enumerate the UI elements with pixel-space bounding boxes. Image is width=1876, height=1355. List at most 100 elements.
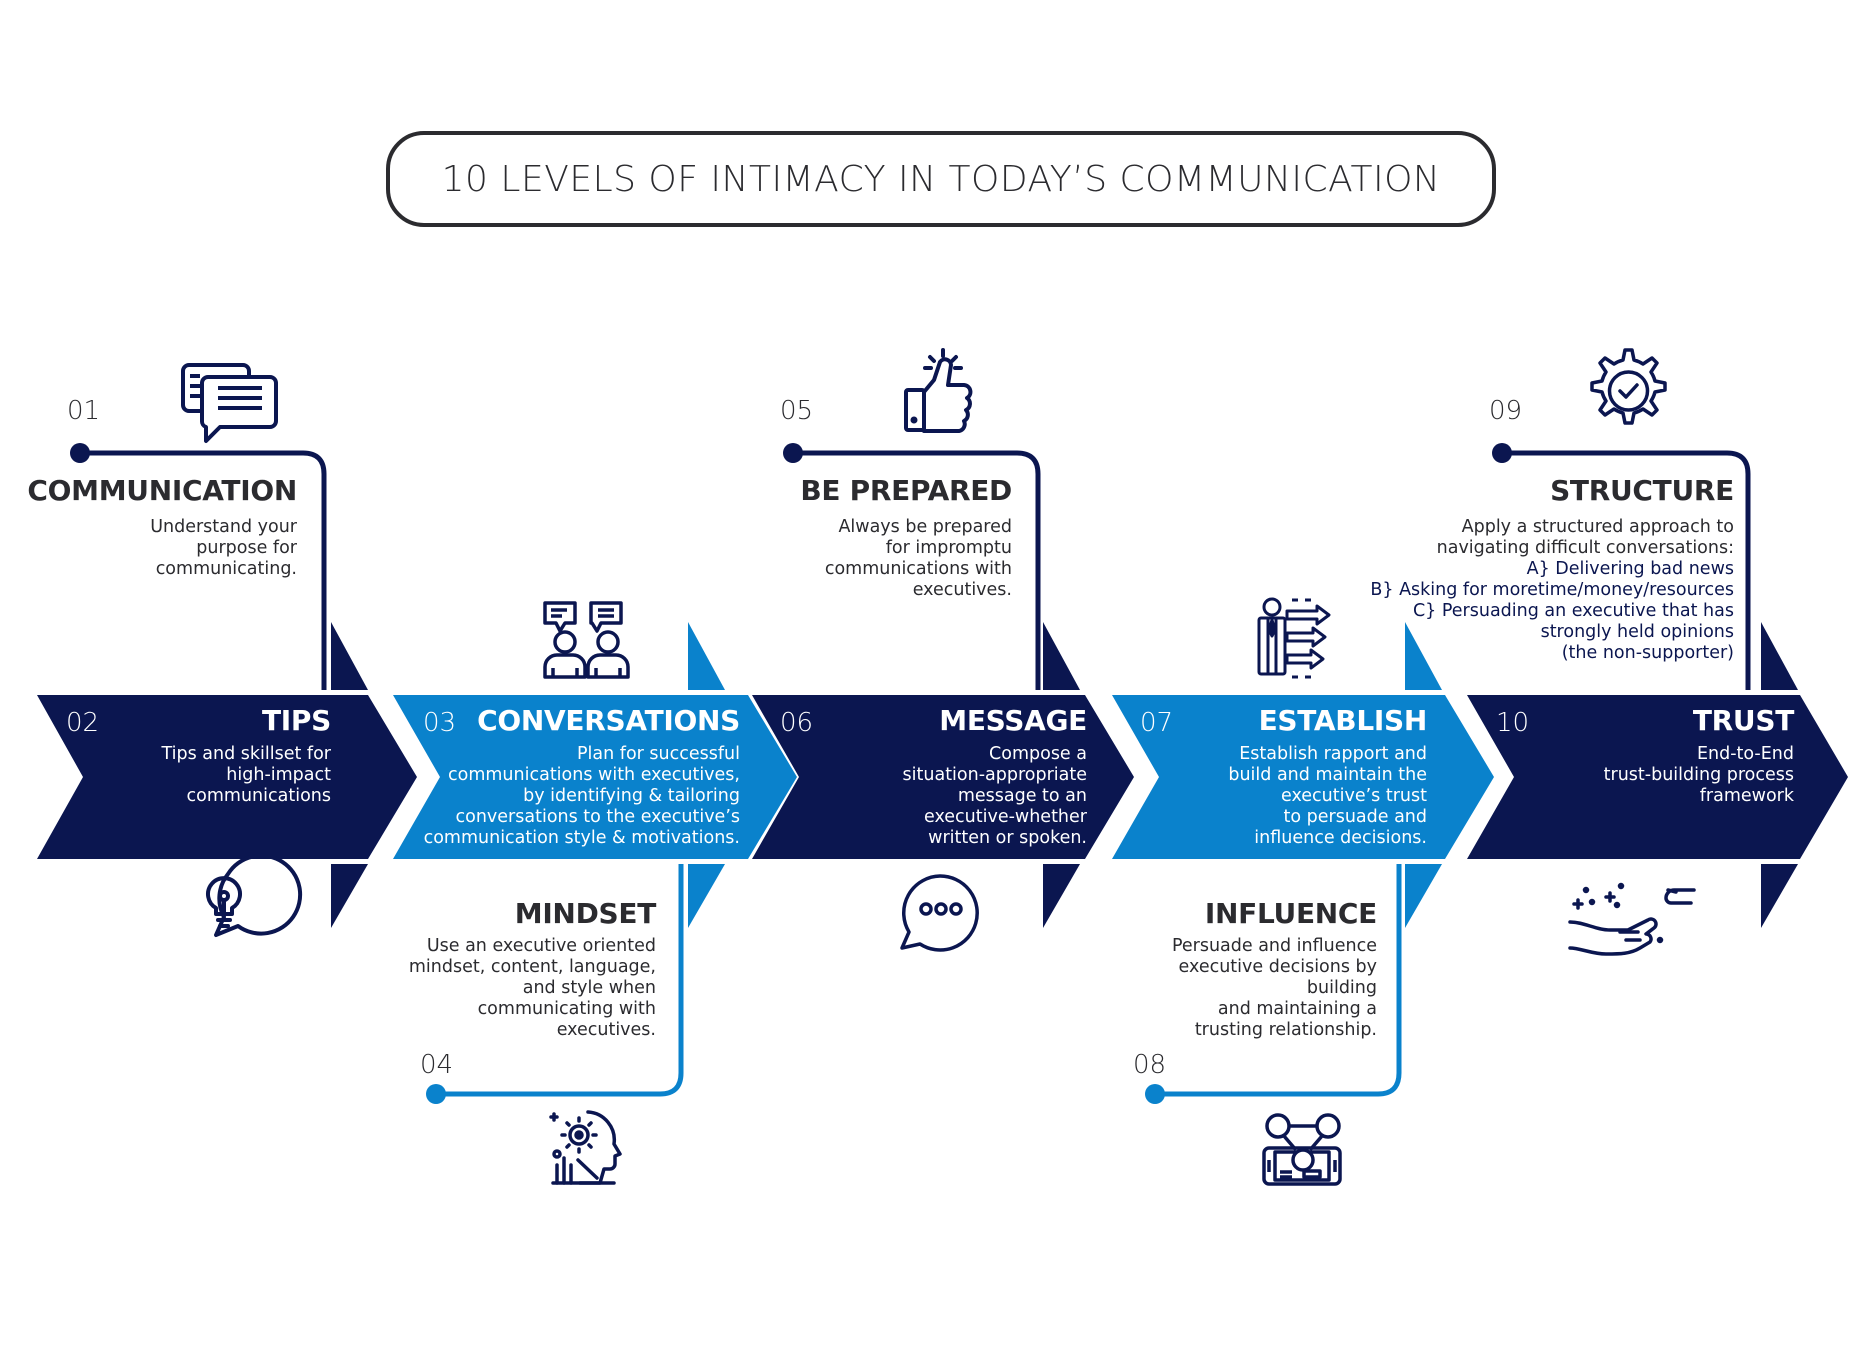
tail-top-5	[1761, 622, 1798, 690]
chevron-tips	[37, 695, 417, 859]
desc-line: mindset, content, language,	[408, 957, 656, 977]
step-number-10: 10	[1496, 708, 1530, 738]
desc-list-item: strongly held opinions	[1540, 622, 1734, 642]
heading-mindset: MINDSET	[514, 897, 657, 930]
desc-line: by identifying & tailoring	[523, 786, 740, 806]
step-number-05: 05	[780, 396, 814, 426]
desc-line: Compose a	[989, 744, 1087, 764]
connector-05	[793, 450, 1041, 690]
connector-04	[436, 864, 684, 1097]
title-box: 10 LEVELS OF INTIMACY IN TODAY’S COMMUNI…	[386, 131, 1496, 227]
desc-line: written or spoken.	[928, 828, 1087, 848]
desc-line: executive decisions by	[1178, 957, 1377, 977]
tail-bottom-3	[1043, 864, 1080, 928]
heading-conversations: CONVERSATIONS	[477, 704, 740, 737]
chevron-message	[752, 695, 1134, 859]
desc-line: executives.	[912, 580, 1012, 600]
desc-line: Establish rapport and	[1239, 744, 1427, 764]
desc-line: build and maintain the	[1228, 765, 1427, 785]
gear-check-icon	[1590, 348, 1667, 425]
tail-top-3	[1043, 622, 1080, 690]
desc-line: communication style & motivations.	[423, 828, 740, 848]
desc-line: communicating with	[477, 999, 656, 1019]
step-number-08: 08	[1133, 1050, 1167, 1080]
network-people-icon	[1262, 1113, 1342, 1186]
step-number-01: 01	[67, 396, 101, 426]
heading-be-prepared: BE PREPARED	[800, 474, 1012, 507]
description-be-prepared: Always be prepared for impromptu communi…	[825, 517, 1012, 601]
handshake-sparkle-icon	[1568, 882, 1696, 956]
desc-list-item: A} Delivering bad news	[1526, 559, 1734, 579]
desc-line: high-impact	[226, 765, 331, 785]
heading-communication: COMMUNICATION	[27, 474, 297, 507]
desc-line: executives.	[556, 1020, 656, 1040]
heading-influence: INFLUENCE	[1204, 897, 1377, 930]
two-people-talking-icon	[543, 601, 630, 679]
desc-line: Use an executive oriented	[426, 936, 656, 956]
connector-09	[1502, 450, 1751, 690]
desc-line: communicating.	[155, 559, 297, 579]
desc-line: trusting relationship.	[1194, 1020, 1377, 1040]
desc-line: communications with	[824, 559, 1012, 579]
chevron-conversations	[393, 695, 797, 859]
desc-line: building	[1306, 978, 1377, 998]
desc-line: Tips and skillset for	[161, 744, 332, 764]
tail-bottom-1	[331, 864, 368, 928]
step-number-07: 07	[1140, 708, 1174, 738]
description-structure: Apply a structured approach to navigatin…	[1370, 517, 1734, 664]
description-message: Compose a situation-appropriate message …	[903, 744, 1087, 849]
heading-establish: ESTABLISH	[1258, 704, 1428, 737]
dot-08	[1145, 1084, 1165, 1104]
desc-line: communications with executives,	[448, 765, 740, 785]
desc-list-item: B} Asking for moretime/money/resources	[1370, 580, 1734, 600]
chevron-trust	[1467, 695, 1848, 859]
step-number-06: 06	[780, 708, 814, 738]
desc-line: Understand your	[150, 517, 297, 537]
tail-bottom-2	[688, 864, 725, 928]
desc-line: for impromptu	[885, 538, 1012, 558]
connector-08	[1155, 864, 1402, 1097]
description-mindset: Use an executive oriented mindset, conte…	[409, 936, 656, 1041]
desc-line: navigating difficult conversations:	[1436, 538, 1734, 558]
description-conversations: Plan for successful communications with …	[424, 744, 740, 849]
description-influence: Persuade and influence executive decisio…	[1172, 936, 1377, 1041]
connector-01	[80, 450, 327, 690]
dot-04	[426, 1084, 446, 1104]
desc-line: and maintaining a	[1217, 999, 1377, 1019]
lightbulb-bubble-icon	[206, 853, 303, 937]
step-number-03: 03	[423, 708, 457, 738]
desc-line: Persuade and influence	[1171, 936, 1377, 956]
desc-line: situation-appropriate	[902, 765, 1087, 785]
desc-line: executive-whether	[923, 807, 1087, 827]
desc-line: trust-building process	[1603, 765, 1794, 785]
dot-09	[1492, 443, 1512, 463]
desc-line: conversations to the executive’s	[455, 807, 740, 827]
desc-line: End-to-End	[1696, 744, 1794, 764]
desc-line: executive’s trust	[1281, 786, 1427, 806]
chevron-establish	[1112, 695, 1494, 859]
dot-05	[783, 443, 803, 463]
desc-list-item: C} Persuading an executive that has	[1412, 601, 1734, 621]
desc-line: purpose for	[196, 538, 297, 558]
dot-01	[70, 443, 90, 463]
heading-message: MESSAGE	[939, 704, 1087, 737]
desc-line: to persuade and	[1283, 807, 1428, 827]
description-establish: Establish rapport and build and maintain…	[1228, 744, 1427, 849]
thumbs-up-icon	[904, 348, 973, 433]
step-number-04: 04	[420, 1050, 454, 1080]
tail-top-2	[688, 622, 725, 690]
desc-line: message to an	[957, 786, 1087, 806]
description-communication: Understand your purpose for communicatin…	[150, 517, 297, 580]
desc-line: framework	[1699, 786, 1794, 806]
desc-line: Always be prepared	[838, 517, 1012, 537]
heading-trust: TRUST	[1692, 704, 1794, 737]
desc-line: Plan for successful	[577, 744, 740, 764]
desc-line: communications	[186, 786, 331, 806]
presenter-arrows-icon	[1257, 597, 1331, 679]
description-trust: End-to-End trust-building process framew…	[1604, 744, 1794, 807]
speech-dots-icon	[900, 874, 979, 952]
desc-line: Apply a structured approach to	[1461, 517, 1734, 537]
page-title: 10 LEVELS OF INTIMACY IN TODAY’S COMMUNI…	[441, 158, 1441, 200]
